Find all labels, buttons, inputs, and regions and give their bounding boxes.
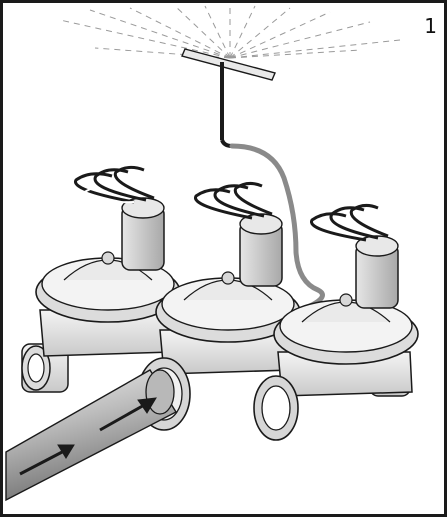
solenoid-valve-icon bbox=[21, 165, 181, 393]
figure-number: 1 bbox=[424, 14, 437, 38]
solenoid-valve-icon bbox=[253, 203, 419, 441]
flow-arrow-icon bbox=[19, 397, 157, 476]
water-spray-lines bbox=[59, 5, 401, 59]
control-tube bbox=[229, 143, 325, 309]
valve-manifold bbox=[21, 165, 419, 441]
sprinkler-head-icon bbox=[181, 48, 276, 148]
solenoid-valve-icon bbox=[155, 181, 301, 375]
